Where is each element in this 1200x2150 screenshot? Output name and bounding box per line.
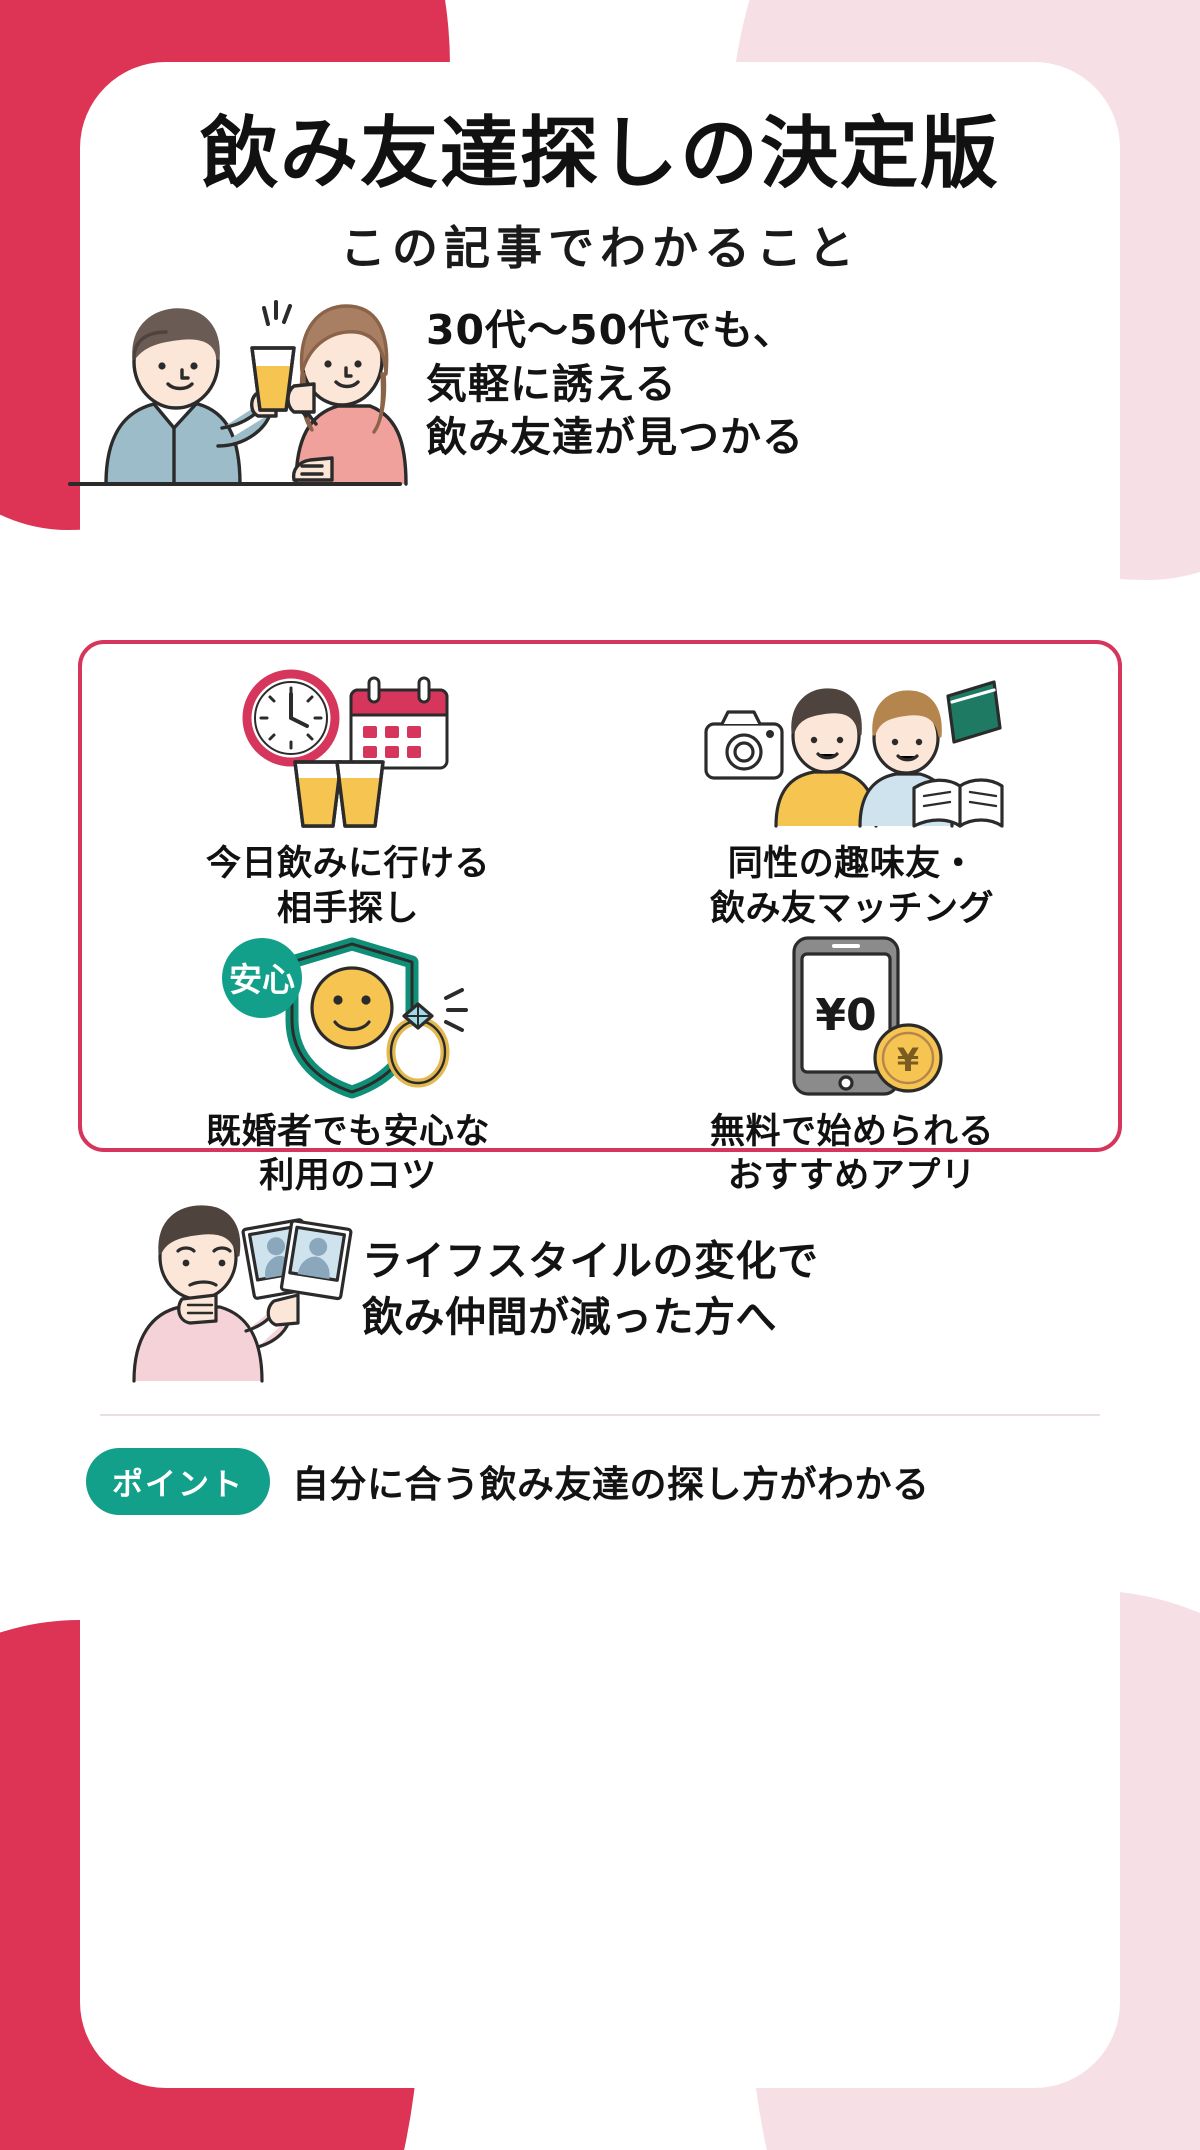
two-friends-camera-book-icon [702, 664, 1004, 832]
hero-section: 30代〜50代でも、 気軽に誘える 飲み友達が見つかる [68, 288, 1130, 503]
bottom-line-1: ライフスタイルの変化で [362, 1237, 819, 1286]
section-divider [100, 1414, 1100, 1416]
point-badge: ポイント [86, 1447, 270, 1515]
hero-line-2: 気軽に誘える [426, 359, 677, 408]
feature-3-line-1: 既婚者でも安心な [205, 1111, 490, 1152]
feature-box-outline [78, 640, 1122, 1152]
feature-4-line-2: おすすめアプリ [727, 1156, 977, 1197]
header: 飲み友達探しの決定版 この記事でわかること [0, 109, 1200, 278]
feature-card-1-label: 今日飲みに行ける 相手探し [206, 842, 490, 932]
feature-2-line-2: 飲み友マッチング [709, 888, 994, 929]
clock-calendar-beer-icon [233, 664, 463, 832]
feature-card-2[interactable]: 同性の趣味友・ 飲み友マッチング [600, 664, 1104, 932]
hero-line-3: 飲み友達が見つかる [426, 413, 804, 462]
hero-text-block: 30代〜50代でも、 気軽に誘える 飲み友達が見つかる [426, 288, 804, 465]
feature-grid: 今日飲みに行ける 相手探し [78, 640, 1122, 1196]
feature-4-line-1: 無料で始められる [709, 1111, 994, 1152]
bottom-line-2: 飲み仲間が減った方へ [362, 1293, 777, 1341]
bottom-section: ライフスタイルの変化で 飲み仲間が減った方へ [118, 1190, 1118, 1390]
shield-smiley-ring-icon: 安心 [218, 932, 478, 1100]
feature-card-4-label: 無料で始められる おすすめアプリ [710, 1110, 994, 1200]
person-thinking-with-photos-illustration [118, 1195, 353, 1385]
feature-card-4[interactable]: ¥0 ¥ 無料で始められる おすすめアプリ [600, 932, 1104, 1200]
feature-2-line-1: 同性の趣味友・ [727, 844, 977, 884]
yen-coin-text: ¥ [897, 1041, 919, 1079]
bottom-text-block: ライフスタイルの変化で 飲み仲間が減った方へ [362, 1234, 819, 1346]
price-zero-text: ¥0 [815, 990, 876, 1041]
page-subtitle: この記事でわかること [340, 220, 860, 275]
feature-card-3-label: 既婚者でも安心な 利用のコツ [206, 1110, 490, 1200]
feature-1-line-1: 今日飲みに行ける [205, 844, 490, 884]
smartphone-free-yen-icon: ¥0 ¥ [742, 932, 962, 1100]
hero-line-1: 30代〜50代でも、 [426, 306, 795, 354]
feature-1-line-2: 相手探し [276, 888, 419, 929]
point-row: ポイント 自分に合う飲み友達の探し方がわかる [86, 1446, 1126, 1516]
anshin-badge-text: 安心 [229, 960, 295, 999]
point-text: 自分に合う飲み友達の探し方がわかる [292, 1463, 930, 1506]
page-title: 飲み友達探しの決定版 [199, 109, 1000, 199]
feature-card-3[interactable]: 安心 既婚者でも安心な 利用のコツ [96, 932, 600, 1200]
feature-3-line-2: 利用のコツ [259, 1156, 437, 1197]
feature-card-2-label: 同性の趣味友・ 飲み友マッチング [710, 842, 994, 932]
toasting-couple-illustration [68, 288, 408, 493]
feature-card-1[interactable]: 今日飲みに行ける 相手探し [96, 664, 600, 932]
